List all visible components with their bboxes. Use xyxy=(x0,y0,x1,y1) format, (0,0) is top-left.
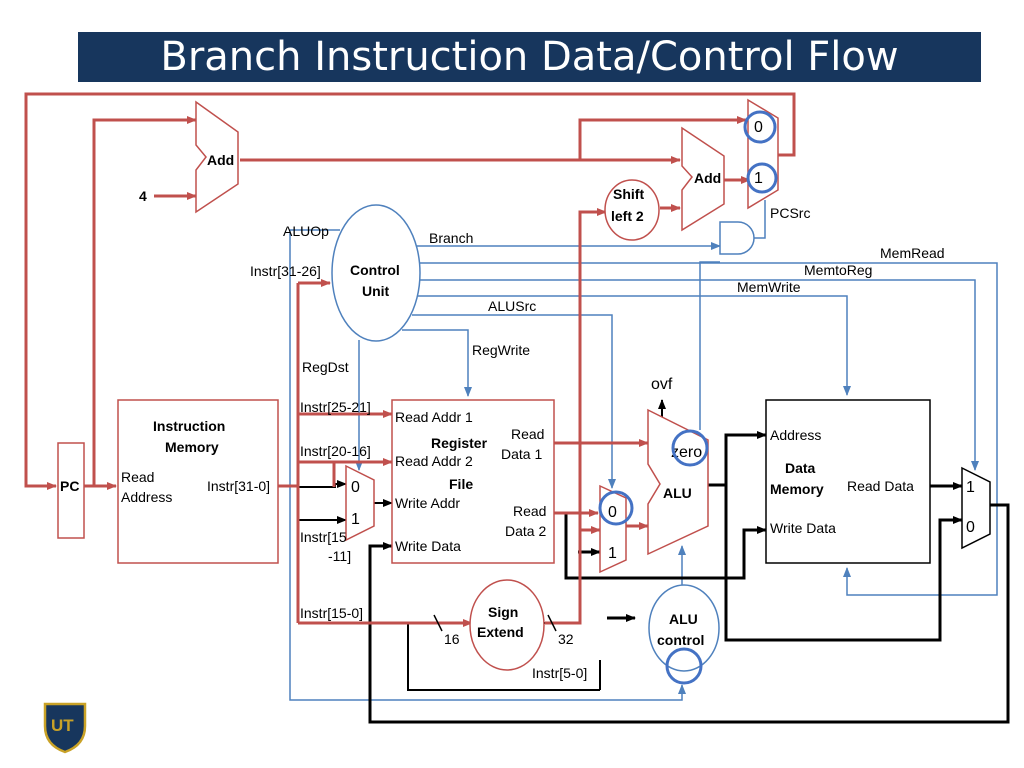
field-instr-15-0: Instr[15-0] xyxy=(300,605,363,621)
pcsrc-label: PCSrc xyxy=(770,205,810,221)
rf-title2: File xyxy=(449,476,473,492)
pc-mux-input-0: 0 xyxy=(754,119,763,136)
signal-regdst: RegDst xyxy=(302,359,349,375)
signal-alusrc: ALUSrc xyxy=(488,298,536,314)
alusrc-mux-0-highlight xyxy=(598,490,634,526)
dmem-title2: Memory xyxy=(770,481,824,497)
signal-branch: Branch xyxy=(429,230,473,246)
signal-aluop: ALUOp xyxy=(283,223,329,239)
constant-four: 4 xyxy=(139,188,147,204)
control-unit xyxy=(331,204,421,342)
sign-extend-out-bits: 32 xyxy=(558,631,574,647)
field-instr-31-26: Instr[31-26] xyxy=(250,263,321,279)
instruction-memory xyxy=(117,399,279,564)
signal-regwrite: RegWrite xyxy=(472,342,530,358)
alusrc-mux-input-0: 0 xyxy=(608,504,617,521)
slide-title: Branch Instruction Data/Control Flow xyxy=(160,34,899,80)
logo-text: UT xyxy=(51,716,74,735)
data-memory xyxy=(765,399,931,564)
dmem-read-data: Read Data xyxy=(847,478,914,494)
field-instr-5-0: Instr[5-0] xyxy=(532,665,587,681)
signal-memwrite: MemWrite xyxy=(737,279,801,295)
field-instr-20-16: Instr[20-16] xyxy=(300,443,371,459)
pc-mux-1-highlight xyxy=(746,162,778,194)
rf-read-addr1: Read Addr 1 xyxy=(395,409,473,425)
shift-left-line1: Shift xyxy=(613,186,644,202)
black-wires-thick xyxy=(368,431,1010,724)
imem-read2: Address xyxy=(121,489,172,505)
imem-read1: Read xyxy=(121,469,154,485)
branch-and-gate xyxy=(719,221,755,255)
dmem-title1: Data xyxy=(785,460,816,476)
control-unit-line2: Unit xyxy=(362,283,390,299)
pc-label: PC xyxy=(60,478,79,494)
alu-zero-label: zero xyxy=(671,444,702,461)
control-wires xyxy=(289,200,998,701)
rf-read-data2-a: Read xyxy=(513,503,546,519)
memtoreg-mux-input-1: 1 xyxy=(966,479,975,496)
imem-title1: Instruction xyxy=(153,418,225,434)
shift-left-unit xyxy=(604,179,660,241)
alusrc-mux-input-1: 1 xyxy=(608,545,617,562)
pc-register xyxy=(57,442,85,539)
sign-extend-in-slash xyxy=(433,614,443,632)
rf-read-addr2: Read Addr 2 xyxy=(395,453,473,469)
rf-read-data1-b: Data 1 xyxy=(501,446,542,462)
regdst-mux-input-0: 0 xyxy=(351,479,360,496)
data-wires xyxy=(24,92,796,627)
memtoreg-mux xyxy=(961,466,991,550)
rf-read-data1-a: Read xyxy=(511,426,544,442)
field-instr-15-11-b: -11] xyxy=(328,548,351,564)
register-file xyxy=(391,399,555,564)
branch-adder-label: Add xyxy=(694,170,721,186)
field-instr-25-21: Instr[25-21] xyxy=(300,399,371,415)
pc-adder-label: Add xyxy=(207,152,234,168)
sign-extend-out-slash xyxy=(547,614,557,632)
pc-adder xyxy=(195,100,239,214)
rf-title1: Register xyxy=(431,435,488,451)
alu-control-line2: control xyxy=(657,632,704,648)
imem-title2: Memory xyxy=(165,439,219,455)
pc-mux-0-highlight xyxy=(743,110,777,144)
alu-zero-highlight xyxy=(671,429,709,467)
sign-extend-in-bits: 16 xyxy=(444,631,460,647)
alu-label: ALU xyxy=(663,485,692,501)
imem-output: Instr[31-0] xyxy=(207,478,270,494)
alusrc-mux xyxy=(599,484,627,574)
alu-control-line1: ALU xyxy=(669,611,698,627)
signal-memtoreg: MemtoReg xyxy=(804,262,872,278)
sign-extend-line2: Extend xyxy=(477,624,524,640)
rf-write-addr: Write Addr xyxy=(395,495,460,511)
field-instr-15-11-a: Instr[15 xyxy=(300,529,347,545)
dmem-write-data: Write Data xyxy=(770,520,836,536)
alu-ovf-label: ovf xyxy=(651,376,673,393)
alu-control-unit xyxy=(648,584,720,672)
control-unit-line1: Control xyxy=(350,262,400,278)
sign-extend-unit xyxy=(469,579,545,671)
sign-extend-line1: Sign xyxy=(488,604,518,620)
memtoreg-mux-input-0: 0 xyxy=(966,519,975,536)
pc-mux-input-1: 1 xyxy=(754,170,763,187)
alu xyxy=(647,408,709,556)
rf-write-data: Write Data xyxy=(395,538,461,554)
university-logo: UT xyxy=(43,702,87,754)
dmem-address: Address xyxy=(770,427,821,443)
aluop-highlight xyxy=(665,647,703,685)
shift-left-line2: left 2 xyxy=(611,208,644,224)
branch-adder xyxy=(681,126,725,232)
rf-read-data2-b: Data 2 xyxy=(505,523,546,539)
title-bar: Branch Instruction Data/Control Flow xyxy=(78,32,981,82)
regdst-mux-input-1: 1 xyxy=(351,511,360,528)
regdst-mux xyxy=(345,464,375,542)
signal-memread: MemRead xyxy=(880,245,945,261)
